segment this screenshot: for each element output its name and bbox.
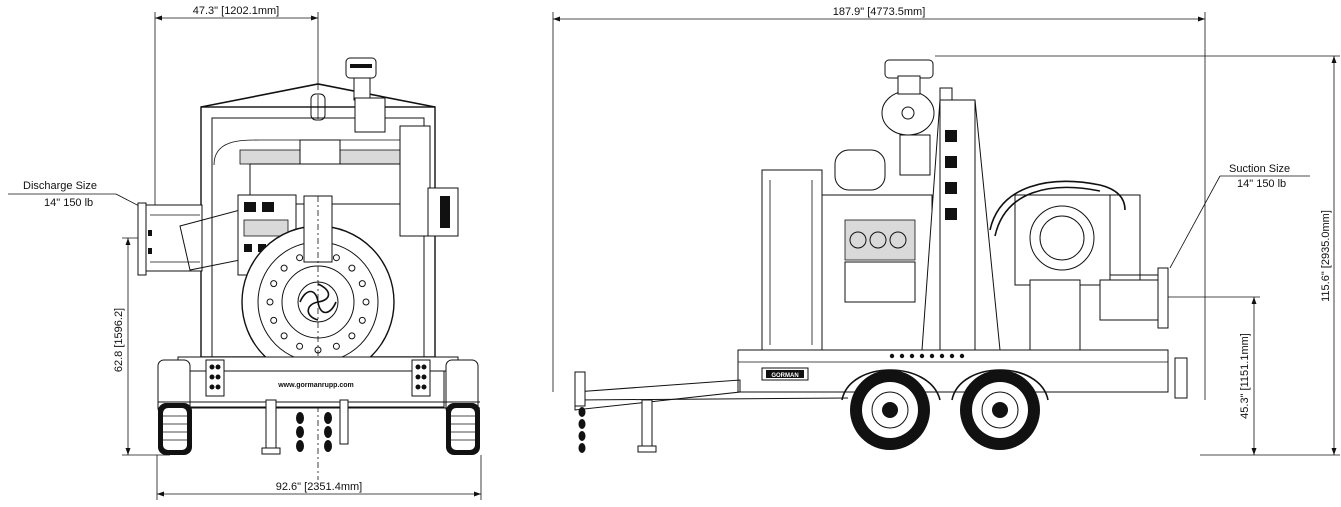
- side-tower: [921, 87, 1001, 351]
- front-top-dimension-text: 47.3" [1202.1mm]: [193, 5, 279, 17]
- frame-rivet: [919, 353, 925, 359]
- front-engine-top: [213, 57, 459, 237]
- discharge-label: Discharge Size: [23, 180, 97, 192]
- volute-bolts: [266, 250, 370, 354]
- side-safety-chain: [578, 407, 586, 453]
- front-discharge-flange: [137, 202, 241, 276]
- frame-rivet: [959, 353, 965, 359]
- frame-rivet: [909, 353, 915, 359]
- volute-bolt: [348, 332, 356, 340]
- volute-bolt: [270, 316, 278, 324]
- side-brand-badge-text: GORMAN: [771, 373, 798, 379]
- frame-rivet: [889, 353, 895, 359]
- discharge-callout: Discharge Size 14" 150 lb: [8, 180, 142, 209]
- front-frame-text: www.gormanrupp.com: [277, 382, 354, 389]
- front-height-dimension: 62.8 [1596.2]: [113, 237, 170, 456]
- front-bottom-dimension-text: 92.6" [2351.4mm]: [276, 481, 362, 493]
- side-length-dimension-text: 187.9" [4773.5mm]: [833, 6, 926, 18]
- front-trailer-base: www.gormanrupp.com: [157, 356, 480, 455]
- side-wheels: [841, 369, 1049, 450]
- side-engine: [761, 59, 935, 351]
- suction-label: Suction Size: [1229, 163, 1290, 175]
- volute-bolt: [266, 298, 274, 306]
- volute-bolt: [362, 298, 370, 306]
- side-suction-dimension-text: 45.3" [1151.1mm]: [1239, 333, 1251, 419]
- volute-bolt: [332, 254, 340, 262]
- volute-bolt: [280, 264, 288, 272]
- discharge-size: 14" 150 lb: [44, 197, 93, 209]
- volute-bolt: [348, 264, 356, 272]
- front-tires: [158, 403, 480, 455]
- front-height-dimension-text: 62.8 [1596.2]: [113, 308, 125, 372]
- side-height-dimension: 115.6" [2935.0mm]: [935, 55, 1340, 456]
- frame-rivet: [949, 353, 955, 359]
- suction-callout: Suction Size 14" 150 lb: [1169, 163, 1310, 269]
- volute-bolt: [358, 316, 366, 324]
- front-bottom-dimension: 92.6" [2351.4mm]: [156, 455, 482, 500]
- side-view: 187.9" [4773.5mm] 115.6" [2935.0mm] 45.3…: [552, 6, 1340, 456]
- volute-bolt: [270, 280, 278, 288]
- side-trailer: GORMAN: [574, 349, 1188, 453]
- volute-bolt: [296, 254, 304, 262]
- volute-bolt: [280, 332, 288, 340]
- side-suction-dimension: 45.3" [1151.1mm]: [1168, 296, 1260, 455]
- side-height-dimension-text: 115.6" [2935.0mm]: [1320, 210, 1332, 302]
- side-pump: [989, 180, 1169, 351]
- front-pump-volute: [241, 195, 395, 480]
- volute-bolt: [358, 280, 366, 288]
- frame-rivets: [889, 353, 965, 359]
- front-view: 47.3" [1202.1mm] 92.6" [2351.4mm] 62.8 […: [8, 5, 482, 500]
- frame-rivet: [939, 353, 945, 359]
- volute-bolt: [332, 342, 340, 350]
- frame-rivet: [929, 353, 935, 359]
- front-safety-chain: [296, 412, 332, 452]
- side-length-dimension: 187.9" [4773.5mm]: [552, 6, 1206, 400]
- suction-size: 14" 150 lb: [1237, 178, 1286, 190]
- frame-rivet: [899, 353, 905, 359]
- volute-bolt: [296, 342, 304, 350]
